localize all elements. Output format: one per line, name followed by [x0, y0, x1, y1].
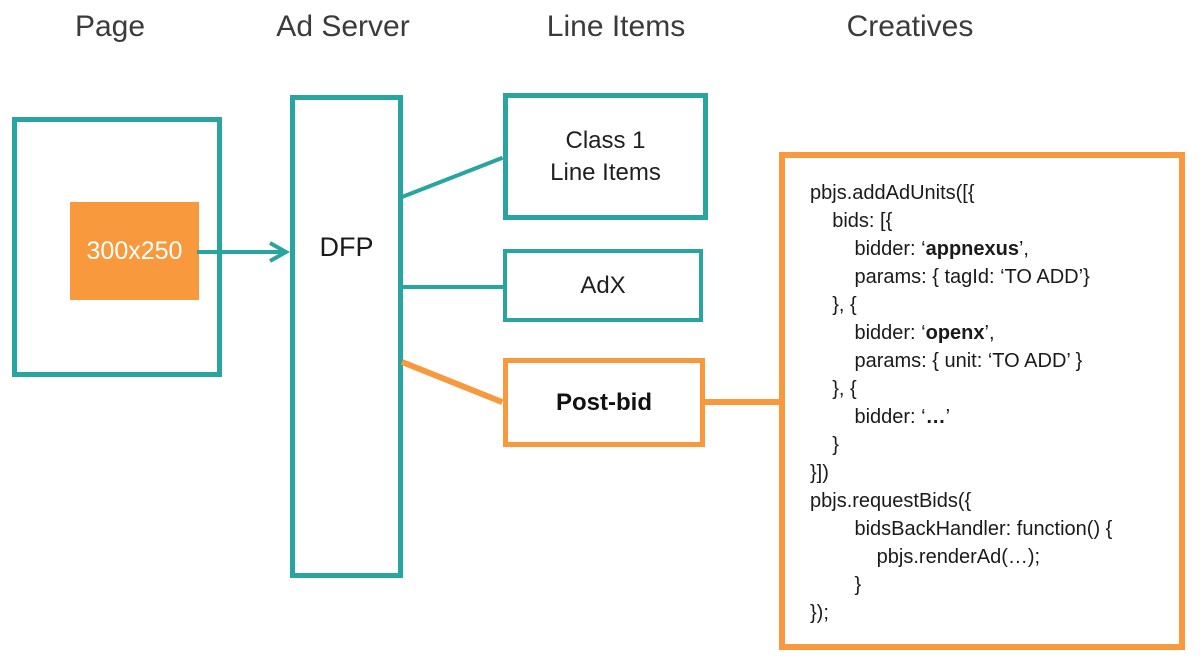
- code-line: }: [810, 574, 862, 596]
- connector-postbid-code: [695, 399, 779, 405]
- connector-dfp-adx: [402, 285, 503, 289]
- dfp-box: DFP: [290, 95, 403, 578]
- column-header-page: Page: [74, 10, 146, 43]
- adx-label: AdX: [580, 271, 626, 299]
- class1-line-items-label: Class 1 Line Items: [550, 126, 661, 186]
- postbid-box: Post-bid: [503, 358, 705, 447]
- code-line: }, {: [810, 294, 857, 316]
- code-block: pbjs.addAdUnits([{ bids: [{ bidder: ‘app…: [785, 158, 1179, 627]
- column-header-line-items: Line Items: [546, 10, 686, 43]
- connector-dfp-class1: [401, 155, 504, 199]
- code-line: params: { tagId: ‘TO ADD’}: [810, 266, 1090, 288]
- page-to-dfp-arrow: [197, 241, 291, 263]
- ad-slot-label: 300x250: [86, 236, 183, 265]
- creatives-code-box: pbjs.addAdUnits([{ bids: [{ bidder: ‘app…: [779, 152, 1185, 650]
- code-line: pbjs.renderAd(…);: [810, 546, 1041, 568]
- code-line: }]): [810, 462, 829, 484]
- dfp-label: DFP: [319, 232, 374, 262]
- code-line: }: [810, 434, 839, 456]
- column-header-ad-server: Ad Server: [276, 10, 410, 43]
- class1-line-items-box: Class 1 Line Items: [503, 93, 708, 220]
- connector-dfp-postbid: [400, 359, 504, 405]
- code-line: bidsBackHandler: function() {: [810, 518, 1113, 540]
- ad-slot-box: 300x250: [70, 202, 199, 300]
- adx-box: AdX: [503, 249, 703, 322]
- code-line: bidder: ‘appnexus’,: [810, 238, 1029, 260]
- code-line: pbjs.requestBids({: [810, 490, 972, 512]
- column-header-creatives: Creatives: [846, 10, 974, 43]
- code-line: bidder: ‘openx’,: [810, 322, 995, 344]
- code-line: params: { unit: ‘TO ADD’ }: [810, 350, 1083, 372]
- code-line: });: [810, 602, 829, 624]
- code-line: }, {: [810, 378, 857, 400]
- postbid-label: Post-bid: [556, 388, 652, 416]
- code-line: bids: [{: [810, 210, 893, 232]
- code-line: bidder: ‘…’: [810, 406, 951, 428]
- code-line: pbjs.addAdUnits([{: [810, 182, 975, 204]
